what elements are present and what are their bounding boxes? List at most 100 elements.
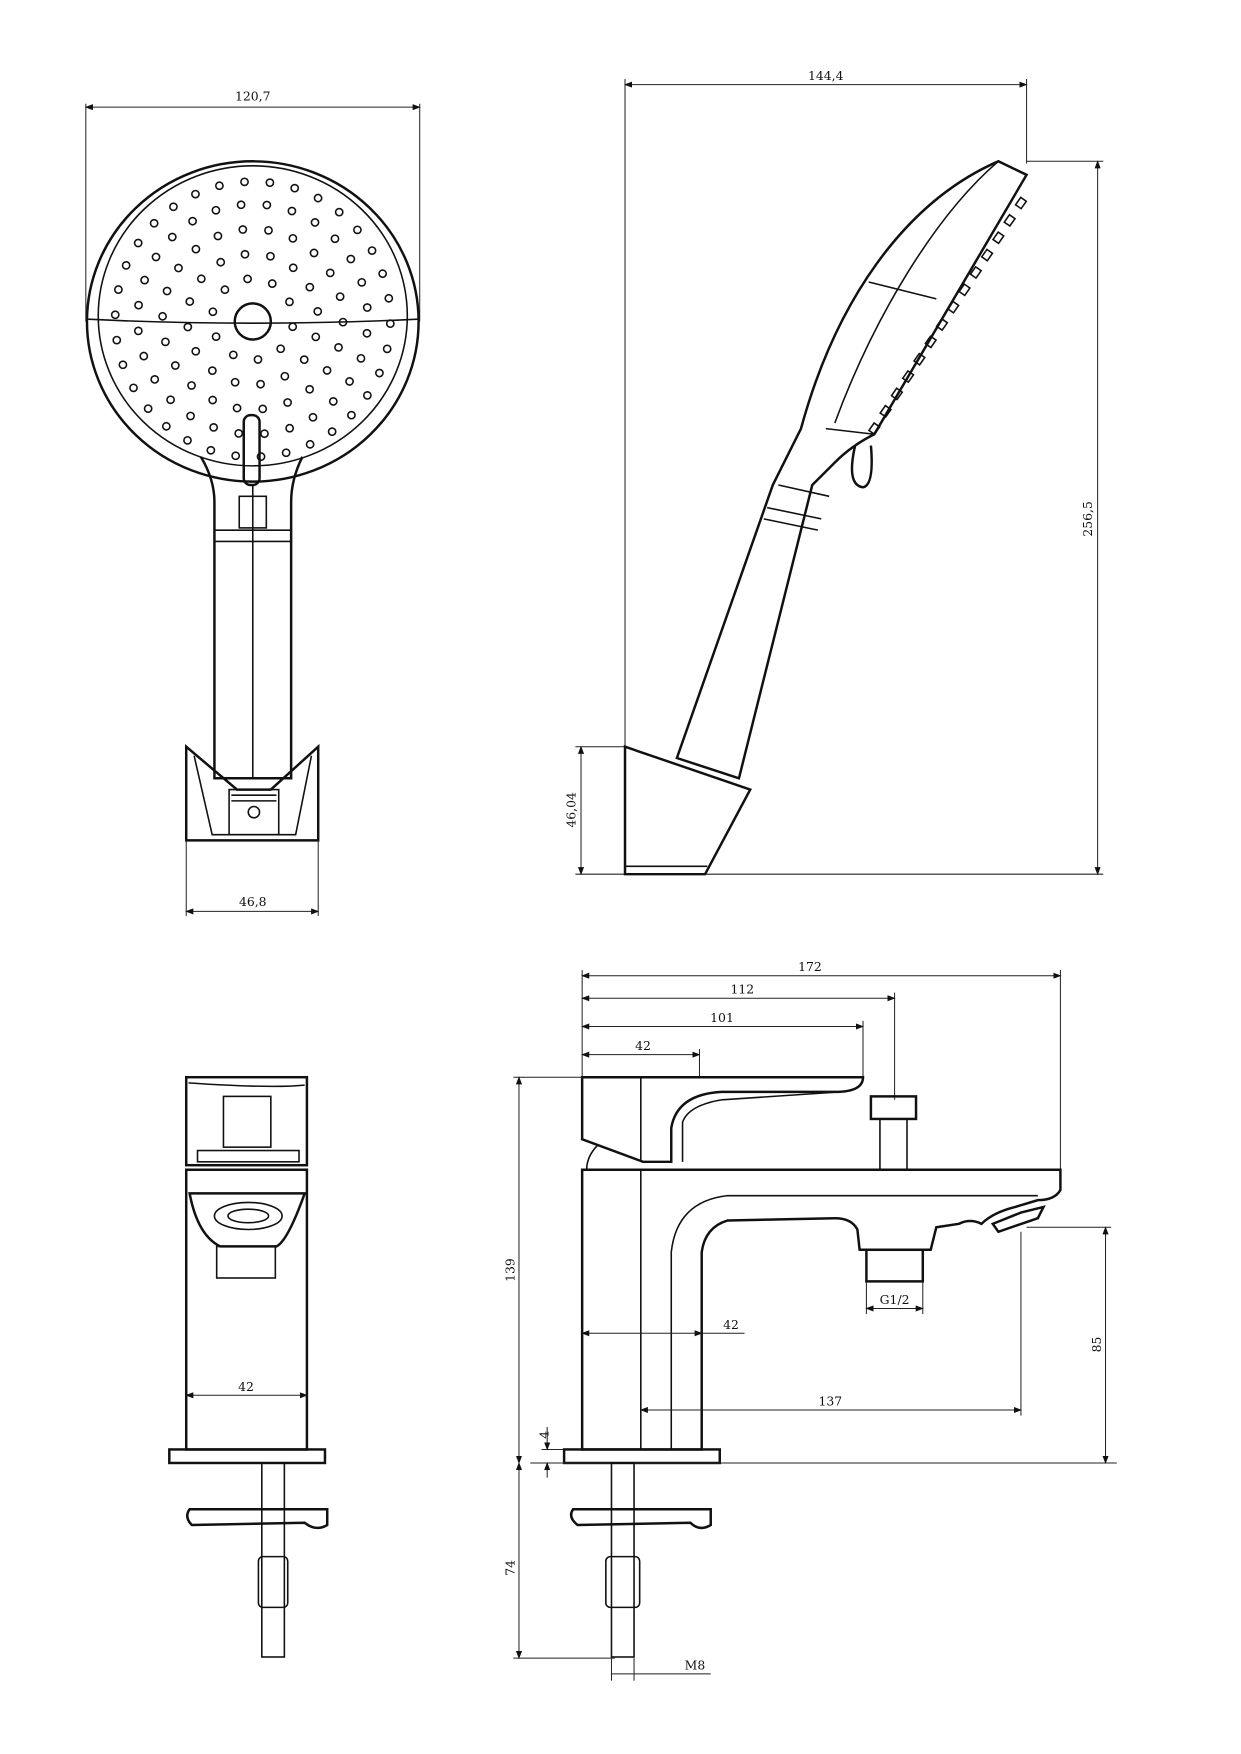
dim-label: G1/2: [880, 1292, 910, 1307]
nozzle: [305, 282, 315, 292]
nozzle: [256, 452, 266, 461]
nozzle: [112, 335, 122, 345]
side-nozzles: [867, 196, 1028, 436]
nozzle: [260, 429, 269, 439]
body-and-spout: [580, 1168, 1062, 1451]
nozzle: [191, 189, 200, 199]
nozzle: [334, 343, 343, 352]
nozzle: [362, 391, 372, 400]
dimension-total-172: 172: [581, 959, 1062, 1170]
nozzle: [280, 371, 290, 381]
dimension-diverter-112: 112: [581, 982, 896, 1100]
nozzle: [196, 274, 206, 284]
nozzle: [208, 395, 218, 405]
nozzle: [879, 404, 893, 419]
dim-label: 85: [1089, 1337, 1104, 1353]
nozzle: [345, 377, 354, 386]
dim-label: 74: [502, 1560, 517, 1576]
nozzle: [191, 346, 201, 356]
dimension-width-120-7: 120,7: [84, 88, 421, 322]
nozzle: [901, 369, 915, 384]
nozzle: [346, 254, 356, 264]
nozzle: [267, 279, 277, 288]
nozzle: [118, 360, 128, 370]
dimension-plate-4: 4: [536, 1426, 565, 1478]
handshower-side-view: 144,4 256,5 46,04: [563, 68, 1104, 876]
nozzle: [288, 322, 298, 332]
nozzle: [139, 351, 149, 361]
nozzle: [308, 412, 318, 422]
seam-line: [88, 318, 418, 324]
nozzle: [309, 248, 319, 258]
nozzle: [151, 252, 161, 262]
dimension-reach-137: 137: [639, 1231, 1022, 1416]
nozzle: [334, 207, 344, 217]
nozzle: [338, 317, 348, 327]
dim-label: 120,7: [235, 88, 270, 103]
nozzle: [174, 263, 183, 273]
nozzle: [924, 335, 938, 349]
nozzle: [215, 181, 224, 191]
nozzle: [285, 297, 294, 307]
nozzle: [216, 257, 226, 267]
dimension-lever-42: 42: [581, 1038, 701, 1078]
nozzle: [183, 322, 193, 332]
nozzle: [288, 263, 298, 273]
nozzle: [206, 445, 216, 455]
nozzle: [167, 232, 177, 242]
dimension-holder-46-8: 46,8: [185, 840, 320, 916]
nut: [605, 1555, 641, 1609]
dimension-g1-2: G1/2: [865, 1281, 924, 1315]
nozzle: [890, 387, 904, 401]
nozzle: [285, 423, 295, 433]
dim-label: 46,04: [563, 792, 578, 828]
nozzle: [305, 439, 315, 449]
nozzle: [288, 233, 298, 243]
stud: [610, 1462, 635, 1658]
nozzle: [969, 265, 983, 280]
nozzle: [378, 269, 388, 279]
dim-label: 172: [798, 959, 822, 974]
nozzle: [188, 216, 197, 226]
nozzle: [129, 383, 138, 393]
nozzle: [266, 251, 275, 261]
nozzle: [240, 177, 249, 187]
nozzle: [867, 421, 881, 436]
nozzle: [912, 352, 926, 366]
nozzle: [362, 328, 372, 338]
nozzle: [385, 319, 395, 329]
nozzle: [170, 361, 180, 370]
stud: [261, 1462, 286, 1658]
dimension-body-42: 42: [185, 1379, 308, 1399]
outlet-connector: [865, 1248, 925, 1283]
mixer-side-view: 42: [168, 1075, 329, 1658]
nozzle: [240, 249, 250, 259]
nozzle: [367, 246, 377, 255]
nozzle: [353, 225, 362, 235]
nozzle: [149, 218, 159, 228]
dim-label: 4: [536, 1431, 551, 1439]
spray-selector: [850, 445, 873, 489]
dim-label: 42: [723, 1317, 739, 1332]
nozzle: [991, 231, 1005, 245]
nozzle: [211, 332, 221, 342]
handshower-front-view: 120,7 46,8: [84, 88, 421, 916]
nozzle: [183, 435, 192, 445]
mounting-bracket: [186, 1507, 329, 1530]
nozzle: [322, 366, 332, 375]
dim-label: 112: [730, 982, 754, 997]
nozzle-pattern: [110, 177, 395, 461]
nozzle: [287, 206, 297, 216]
nozzle: [958, 283, 971, 297]
shower-side-outline: [675, 159, 1029, 780]
outlet: [188, 1192, 307, 1248]
dimension-stud-74: 74: [502, 1461, 615, 1660]
dim-label: 42: [635, 1038, 651, 1053]
spray-selector: [242, 413, 261, 487]
body: [184, 1168, 309, 1451]
nozzle: [113, 285, 123, 294]
nut: [257, 1555, 289, 1609]
nozzle: [133, 238, 143, 248]
nozzle: [335, 292, 345, 301]
base-plate: [562, 1448, 722, 1465]
